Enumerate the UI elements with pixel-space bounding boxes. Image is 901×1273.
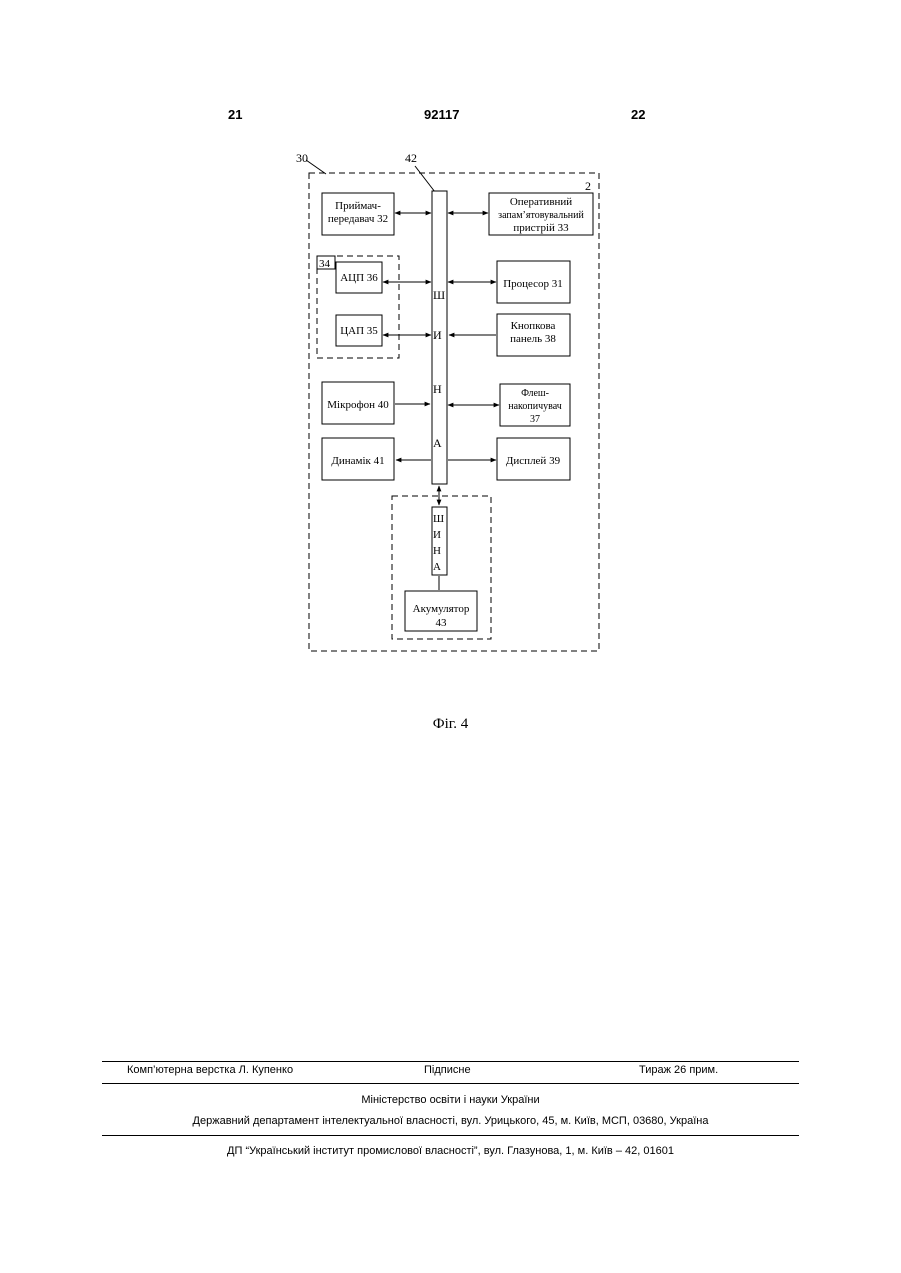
figure-caption: Фіг. 4	[0, 716, 901, 733]
battery-bus-letter-3: Н	[433, 545, 441, 557]
ram-label-1: Оперативний	[510, 196, 572, 208]
main-bus-letter-3: Н	[433, 382, 442, 396]
processor-label: Процесор 31	[503, 278, 563, 290]
callout-bus: 42	[405, 151, 417, 165]
transceiver-label-2: передавач 32	[328, 213, 388, 225]
main-bus-letter-4: А	[433, 436, 442, 450]
footer-circulation: Тираж 26 прим.	[639, 1064, 718, 1076]
microphone-label: Мікрофон 40	[327, 399, 389, 411]
footer-department: Державний департамент інтелектуальної вл…	[0, 1115, 901, 1127]
flash-label-2: накопичувач	[508, 401, 562, 412]
speaker-label: Динамік 41	[331, 455, 384, 467]
battery-label-2: 43	[436, 617, 448, 629]
footer-ministry: Міністерство освіти і науки України	[0, 1094, 901, 1106]
footer-institute: ДП “Український інститут промислової вла…	[0, 1145, 901, 1157]
ram-label-2: запам’ятовувальний	[498, 210, 584, 221]
footer-layout: Комп’ютерна верстка Л. Купенко	[127, 1064, 293, 1076]
dac-label: ЦАП 35	[340, 325, 378, 337]
callout-device-leader	[306, 160, 326, 174]
main-bus-letter-1: Ш	[433, 288, 445, 302]
adc-label: АЦП 36	[340, 272, 378, 284]
battery-label-1: Акумулятор	[413, 603, 470, 615]
footer-signed: Підписне	[424, 1064, 471, 1076]
flash-label-1: Флеш-	[521, 388, 549, 399]
keypad-label-1: Кнопкова	[511, 320, 556, 332]
block-diagram: 30 42 2 Ш И Н А Приймач- передавач 32 Оп…	[0, 0, 901, 700]
battery-bus-letter-4: А	[433, 561, 441, 573]
battery-bus-letter-1: Ш	[433, 513, 444, 525]
keypad-label-2: панель 38	[510, 333, 556, 345]
transceiver-label-1: Приймач-	[335, 200, 381, 212]
main-bus-letter-2: И	[433, 328, 442, 342]
battery-bus-letter-2: И	[433, 529, 441, 541]
footer-rule-middle	[102, 1083, 799, 1084]
display-label: Дисплей 39	[506, 455, 561, 467]
flash-label-3: 37	[530, 414, 540, 425]
callout-converter-group: 34	[319, 258, 331, 270]
callout-bus-leader	[415, 166, 435, 192]
callout-outer-block: 2	[585, 179, 591, 193]
callout-device: 30	[296, 151, 308, 165]
footer-rule-top	[102, 1061, 799, 1062]
footer-rule-bottom	[102, 1135, 799, 1136]
ram-label-3: пристрій 33	[513, 222, 569, 234]
